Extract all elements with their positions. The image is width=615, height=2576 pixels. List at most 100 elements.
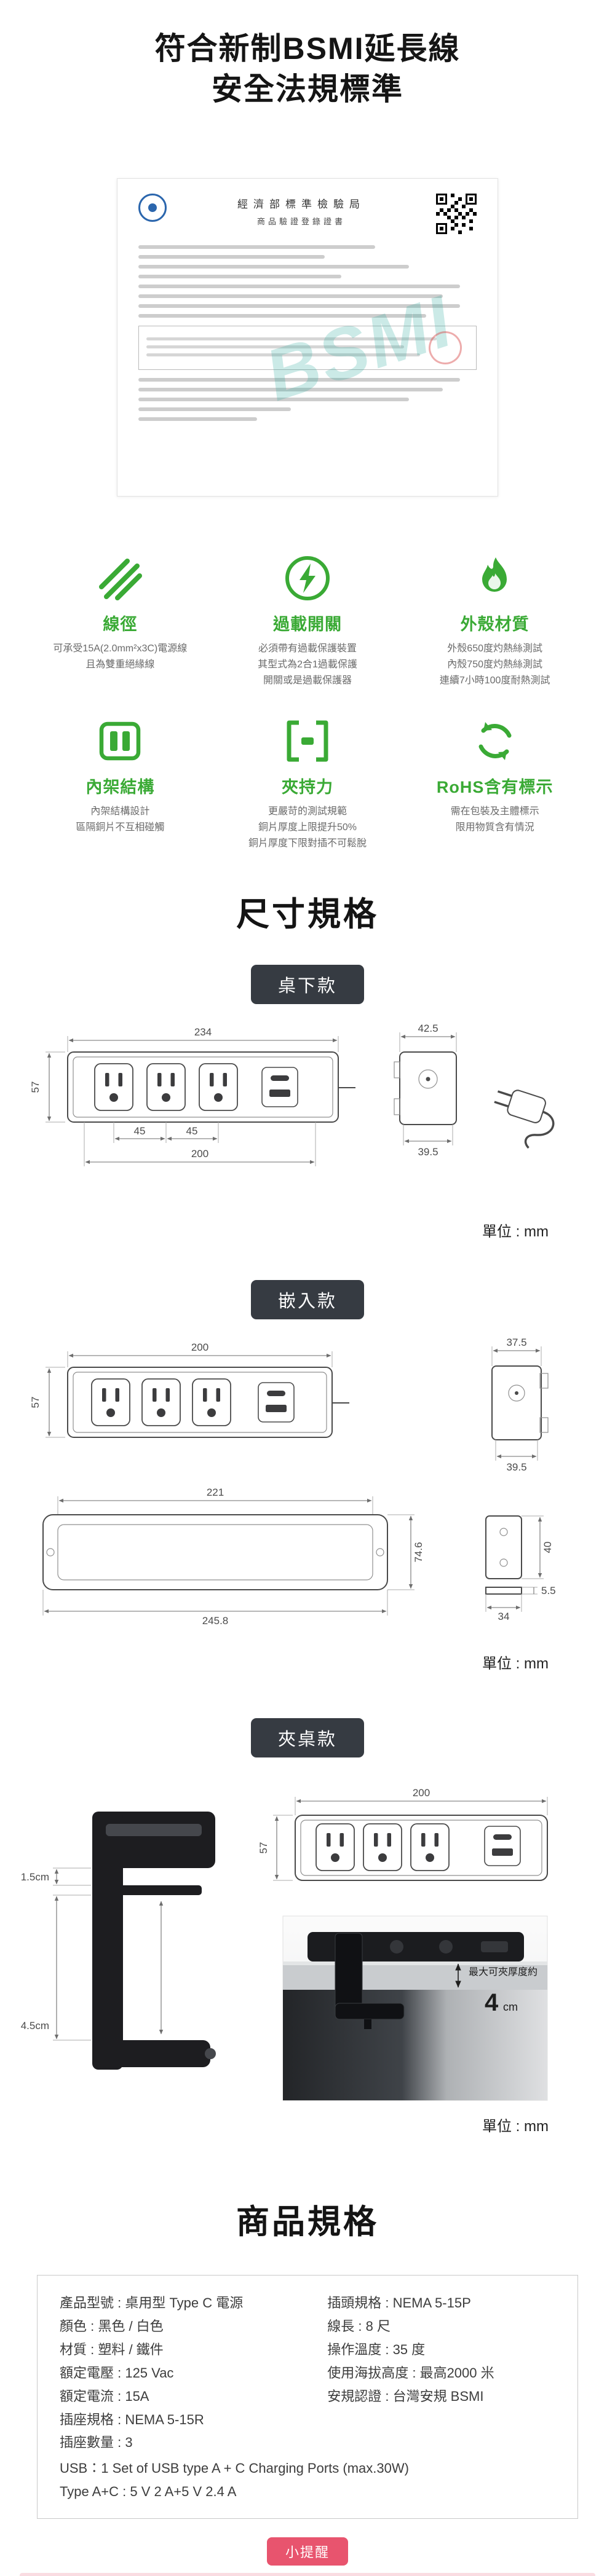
feature-description: 需在包裝及主體標示限用物質含有情況 (450, 806, 539, 833)
unit-label: 單位 : mm (482, 1655, 549, 1673)
clamp-drawing-wrap: 1.5cm 4.5cm 200 57 (0, 1769, 615, 2113)
certificate-doc-title: 商品驗證登錄證書 (256, 217, 346, 226)
feature-description: 內架結構設計區隔銅片不互相碰觸 (76, 806, 165, 833)
flush-front-view: 200 57 (30, 1341, 349, 1439)
wire-gauge-icon (31, 549, 210, 607)
cert-text-line (138, 417, 257, 421)
feature-title: 線徑 (103, 615, 138, 634)
feature-clamp-force: 夾持力 更嚴苛的測試規範銅片厚度上限提升50%銅片厚度下限對插不可鬆脫 (218, 712, 397, 852)
dim-pitch: 45 (186, 1125, 198, 1137)
unit-label: 單位 : mm (482, 1223, 549, 1241)
cert-text-line (138, 285, 460, 288)
cert-text-line (138, 398, 409, 401)
spec-row: 顏色 : 黑色 / 白色 (60, 2319, 164, 2334)
qr-code-icon (436, 194, 477, 234)
specs-heading: 商品規格 (236, 2204, 379, 2241)
desk-under-drawing-wrap: 234 57 45 45 200 (0, 1015, 615, 1218)
plug-drawing (494, 1090, 555, 1149)
cert-text-line (138, 275, 341, 278)
feature-overload-switch: 過載開關 必須帶有過載保護裝置其型式為2合1過載保護開關或是過載保護器 (218, 549, 397, 689)
reminder-bar: 桌下款延長線內附尖頭螺絲，購買時請於訂單備註告知希望引孔位置。 (20, 2572, 595, 2576)
feature-title: 過載開關 (272, 615, 342, 634)
specs-left-column: 產品型號 : 桌用型 Type C 電源 顏色 : 黑色 / 白色 材質 : 塑… (60, 2291, 327, 2454)
feature-shell-material: 外殼材質 外殼650度灼熱絲測試內殼750度灼熱絲測試連續7小時100度耐熱測試 (405, 549, 584, 689)
cert-text-line (138, 407, 291, 411)
spec-row: 線長 : 8 尺 (327, 2319, 391, 2334)
cert-text-line (138, 294, 443, 298)
spec-row: 使用海拔高度 : 最高2000 米 (327, 2365, 494, 2381)
spec-row: 插座數量 : 3 (60, 2435, 133, 2451)
cert-text-line (138, 378, 460, 382)
outlet-socket (94, 1063, 133, 1112)
specs-box: 產品型號 : 桌用型 Type C 電源 顏色 : 黑色 / 白色 材質 : 塑… (37, 2275, 578, 2519)
page-title-line2: 安全法規標準 (212, 72, 403, 106)
unit-label: 單位 : mm (482, 2118, 549, 2135)
feature-title: 內架結構 (85, 777, 155, 796)
feature-description: 必須帶有過載保護裝置其型式為2合1過載保護開關或是過載保護器 (258, 643, 357, 686)
cert-text-line (146, 353, 421, 356)
clamp-strip-view: 200 57 (258, 1787, 548, 1882)
clamp-photo: 最大可夾厚度約 4 cm (282, 1915, 548, 2101)
spec-row: 安規認證 : 台灣安規 BSMI (327, 2388, 484, 2404)
outlet-socket (192, 1378, 231, 1427)
feature-title: 外殼材質 (460, 615, 530, 634)
specs-usb: USB：1 Set of USB type A + C Charging Por… (60, 2457, 555, 2503)
dim-width: 200 (191, 1341, 208, 1353)
overload-switch-icon (218, 549, 397, 607)
clamp-bracket-drawing: 1.5cm 4.5cm (21, 1812, 216, 2070)
dim-frame-outer: 245.8 (202, 1615, 229, 1627)
outlet-socket (315, 1823, 355, 1872)
cert-text-line (138, 304, 460, 308)
dim-side-width: 37.5 (506, 1337, 526, 1348)
dim-frame-height: 74.6 (413, 1542, 424, 1563)
clamp-force-icon (218, 712, 397, 770)
spec-row: 插座規格 : NEMA 5-15R (60, 2411, 204, 2427)
spec-row: 材質 : 塑料 / 鐵件 (60, 2342, 164, 2358)
usb-module (258, 1382, 295, 1423)
usb-module (261, 1067, 298, 1108)
feature-grid: 線徑 可承受15A(2.0mm²x3C)電源線且為雙重絕緣線 過載開關 必須帶有… (31, 549, 584, 851)
dim-width: 234 (194, 1026, 212, 1038)
photo-note-unit: cm (503, 2001, 518, 2013)
outlet-socket (141, 1378, 181, 1427)
flush-clip-piece: 40 5.5 34 (485, 1515, 556, 1622)
feature-title: 夾持力 (281, 777, 333, 796)
dim-side-depth: 39.5 (418, 1146, 438, 1158)
outlet-socket (410, 1823, 450, 1872)
cert-text-line (146, 337, 437, 340)
spec-usb-line1: USB：1 Set of USB type A + C Charging Por… (60, 2460, 409, 2476)
certificate-header: 經濟部標準檢驗局 商品驗證登錄證書 (138, 194, 477, 234)
certificate-titles: 經濟部標準檢驗局 商品驗證登錄證書 (167, 194, 436, 227)
outlet-socket (363, 1823, 402, 1872)
cert-table (138, 326, 477, 370)
spec-row: 額定電壓 : 125 Vac (60, 2365, 174, 2381)
spec-row: 插頭規格 : NEMA 5-15P (327, 2295, 471, 2311)
flush-drawing-wrap: 200 57 37.5 39. (0, 1330, 615, 1650)
dim-clip-width: 34 (498, 1611, 510, 1622)
photo-note-prefix: 最大可夾厚度約 (469, 1966, 538, 1977)
dim-pitch: 45 (134, 1125, 146, 1137)
feature-description: 外殼650度灼熱絲測試內殼750度灼熱絲測試連續7小時100度耐熱測試 (439, 643, 550, 686)
certificate-agency: 經濟部標準檢驗局 (237, 198, 365, 210)
cert-text-line (138, 255, 325, 259)
bsmi-logo-icon (138, 194, 167, 222)
feature-title: RoHS含有標示 (436, 777, 554, 796)
page-title: 符合新制BSMI延長線 安全法規標準 (0, 0, 615, 109)
dim-clip-thickness: 5.5 (541, 1585, 556, 1596)
model-label-flush: 嵌入款 (250, 1280, 364, 1320)
cert-text-line (138, 245, 375, 249)
outlet-socket (146, 1063, 186, 1112)
spec-row: 產品型號 : 桌用型 Type C 電源 (60, 2295, 244, 2311)
dim-side-depth: 39.5 (506, 1461, 526, 1473)
feature-description: 更嚴苛的測試規範銅片厚度上限提升50%銅片厚度下限對插不可鬆脫 (248, 806, 367, 849)
desk-under-side-view: 42.5 39.5 (394, 1023, 457, 1158)
rohs-icon (405, 712, 584, 770)
structure-icon (31, 712, 210, 770)
dim-width: 200 (413, 1787, 430, 1799)
desk-under-drawing: 234 57 45 45 200 (30, 1023, 555, 1167)
desk-under-front-view: 234 57 45 45 200 (30, 1026, 355, 1167)
dim-height: 57 (258, 1842, 269, 1854)
cert-text-line (138, 314, 426, 318)
flush-side-view: 37.5 39.5 (491, 1337, 549, 1473)
certificate-body (138, 245, 477, 421)
